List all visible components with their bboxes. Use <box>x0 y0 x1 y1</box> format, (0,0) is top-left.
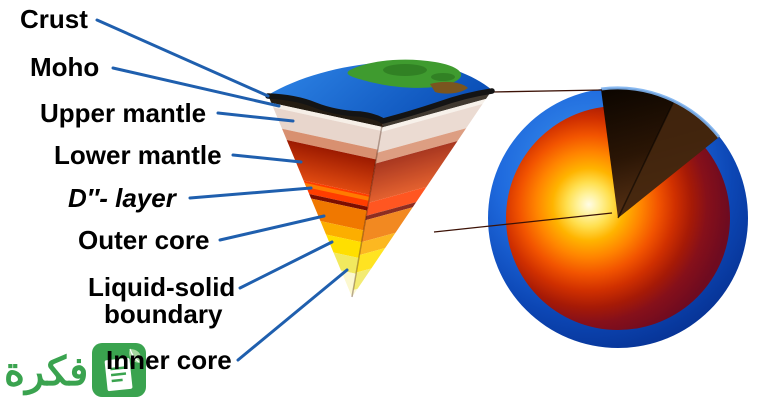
leaf-icon <box>129 349 141 363</box>
sphere-cut-rim-highlight <box>600 86 721 138</box>
label-inner-core: Inner core <box>106 345 232 375</box>
leader-d-layer <box>188 186 313 200</box>
sphere-cutaway-face-right <box>618 101 719 218</box>
band-lower-mantle <box>268 128 383 234</box>
leader-lines <box>95 18 349 362</box>
crust-edge-line <box>265 88 495 124</box>
wedge-edge-crease <box>351 119 384 298</box>
projection-lines <box>433 89 613 233</box>
land-detail <box>383 64 427 76</box>
projection-line-top <box>491 89 603 93</box>
fikra-logo-icon <box>92 343 146 397</box>
watermark-text: فكرة <box>4 350 88 396</box>
fikra-watermark: فكرة <box>4 343 146 397</box>
band-moho <box>268 95 383 170</box>
earth-sphere <box>488 86 748 348</box>
leader-liquid-solid <box>238 240 334 290</box>
label-lower-mantle: Lower mantle <box>54 140 222 170</box>
band-upper-mantle <box>268 99 383 189</box>
label-upper-mantle: Upper mantle <box>40 98 207 128</box>
land-detail <box>431 73 455 81</box>
label-moho: Moho <box>30 52 100 82</box>
projection-line-bottom <box>433 212 613 233</box>
leader-lower-mantle <box>231 153 303 164</box>
leader-crust <box>95 18 270 98</box>
label-liquid-solid-line2: boundary <box>104 299 223 330</box>
wedge-right-face-light <box>352 90 492 297</box>
label-liquid-solid-line1: Liquid-solid <box>88 272 236 302</box>
leader-outer-core <box>218 214 326 242</box>
leader-upper-mantle <box>216 111 295 123</box>
land-brown-patch <box>430 81 468 94</box>
label-d-layer: D″- layer <box>68 183 176 213</box>
label-crust: Crust <box>20 4 88 34</box>
leader-moho <box>111 66 281 108</box>
leader-inner-core <box>236 268 349 362</box>
label-liquid-solid-boundary: Liquid-solid boundary <box>88 272 236 330</box>
layer-shade <box>268 118 383 199</box>
label-outer-core: Outer core <box>78 225 210 255</box>
sphere-cut-crease <box>617 100 675 219</box>
